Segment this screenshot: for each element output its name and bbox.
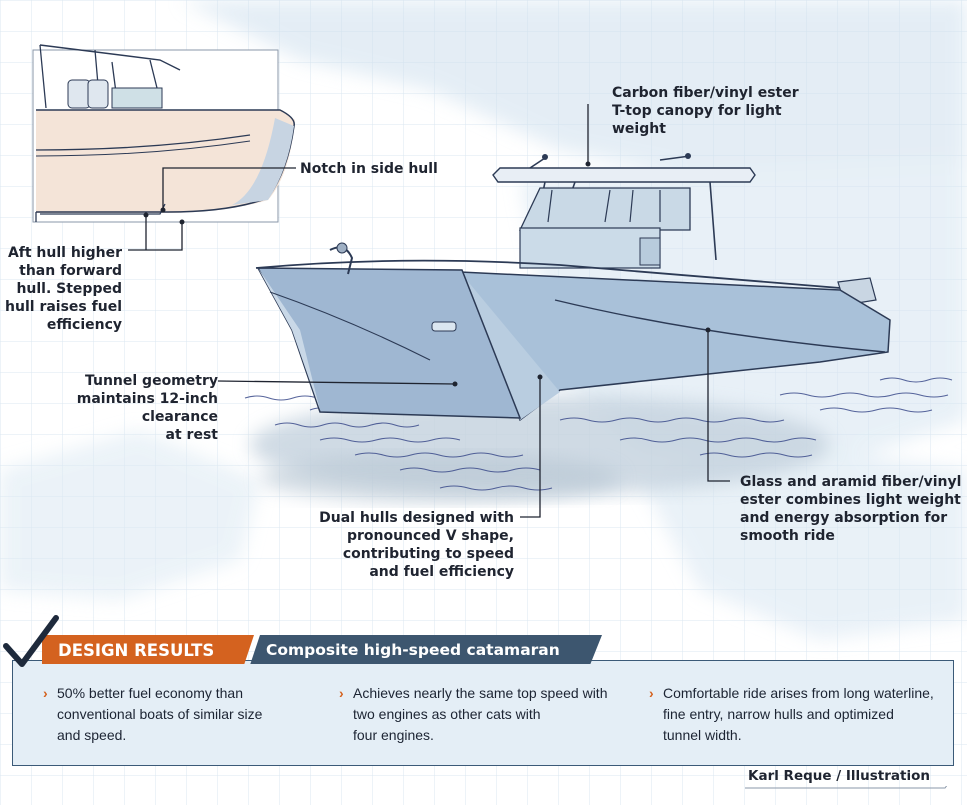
label-tunnel-geometry: Tunnel geometry maintains 12-inch cleara… — [76, 373, 218, 443]
label-notch-side-hull: Notch in side hull — [300, 161, 438, 177]
label-aft-hull: Aft hull higher than forward hull. Stepp… — [5, 245, 122, 333]
label-ttop-canopy: Carbon fiber/vinyl ester T-top canopy fo… — [612, 85, 799, 137]
result-bullet-1: › 50% better fuel economy than conventio… — [43, 683, 263, 746]
result-bullet-text: 50% better fuel economy than conventiona… — [57, 685, 263, 743]
chevron-right-icon: › — [339, 685, 344, 701]
label-dual-hulls: Dual hulls designed with pronounced V sh… — [319, 510, 514, 580]
design-results-panel: › 50% better fuel economy than conventio… — [12, 660, 954, 766]
checkmark-icon — [3, 615, 59, 667]
chevron-right-icon: › — [43, 685, 48, 701]
label-glass-aramid: Glass and aramid fiber/vinyl ester combi… — [740, 474, 962, 544]
leader-lines — [128, 104, 730, 518]
result-bullet-text: Achieves nearly the same top speed with … — [353, 685, 608, 743]
inset-boat-sketch — [32, 44, 295, 223]
credit-underline — [745, 786, 948, 789]
result-bullet-3: › Comfortable ride arises from long wate… — [649, 683, 934, 746]
results-heading-ribbon: DESIGN RESULTS Composite high-speed cata… — [42, 635, 602, 664]
illustration-credit: Karl Reque / Illustration — [748, 768, 930, 784]
results-heading: DESIGN RESULTS — [58, 641, 214, 660]
catamaran-illustration — [255, 153, 891, 422]
chevron-right-icon: › — [649, 685, 654, 701]
result-bullet-2: › Achieves nearly the same top speed wit… — [339, 683, 608, 746]
water-splash — [244, 377, 953, 503]
results-subheading: Composite high-speed catamaran — [266, 641, 560, 659]
result-bullet-text: Comfortable ride arises from long waterl… — [663, 685, 934, 743]
